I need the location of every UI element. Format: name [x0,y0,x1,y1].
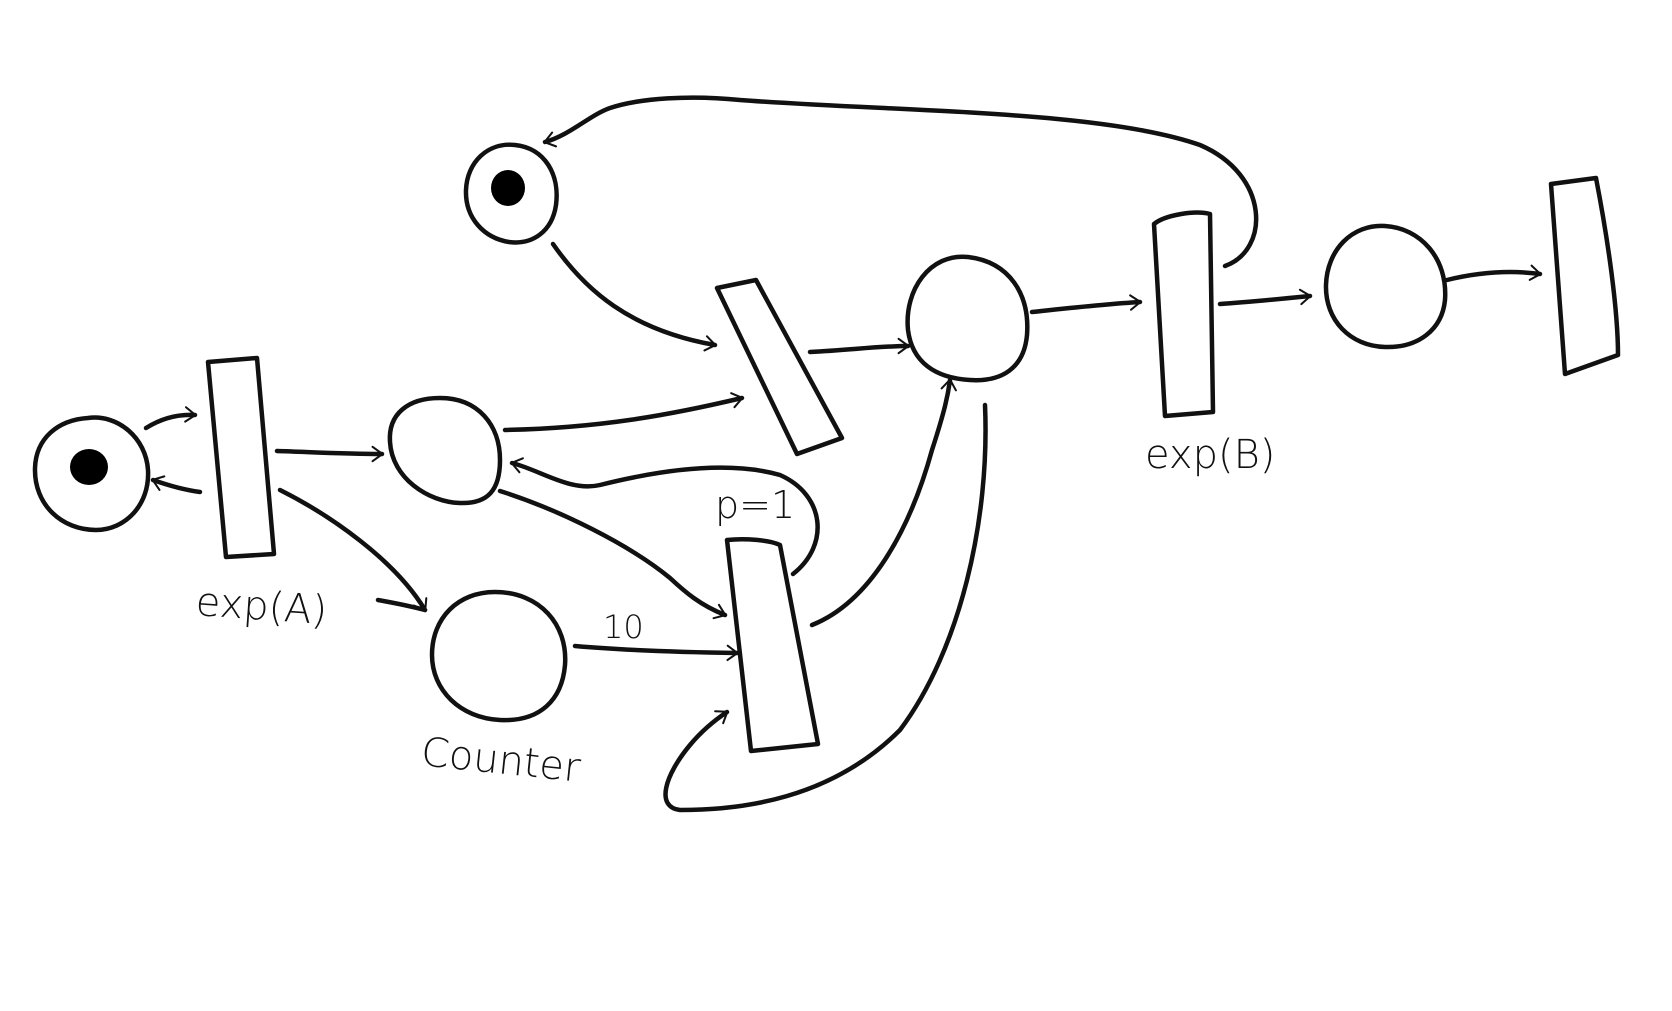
arc-exp-a-to-counter-tail [375,597,428,613]
arc-center-to-p1 [663,402,988,813]
arcs [143,95,1543,813]
label-exp-b: exp(B) [1145,432,1275,478]
arc-right-to-sink [1444,264,1543,283]
arc-start-to-exp-a [143,406,198,431]
transition-exp-a [205,355,277,560]
arc-exp-a-to-counter [277,487,428,613]
place-start [32,415,151,533]
arc-p1-to-center [809,377,957,628]
token [491,170,525,206]
arc-exp-b-to-top [542,95,1259,269]
token [70,449,108,485]
place-mid [387,395,503,506]
transition-sink [1548,175,1621,377]
place-top [463,142,559,245]
arc-center-to-exp-b [1029,294,1143,315]
arc-top-to-tilted [550,241,718,352]
label-exp-a: exp(A) [194,579,328,634]
arc-counter-to-p1 [572,643,740,662]
transition-exp-b [1151,210,1216,419]
arc-tilted-to-center [807,337,911,355]
place-center [905,254,1030,383]
arc-exp-a-to-mid [274,445,385,463]
label-priority: p=1 [715,483,795,527]
transition-p1 [724,536,821,754]
arc-exp-a-to-start [150,475,203,495]
arc-p1-to-mid [509,457,820,577]
arc-exp-b-to-right [1217,288,1313,307]
arc-mid-to-tilted [502,392,745,433]
transition-tilted [714,277,845,457]
label-counter: Counter [419,729,583,792]
place-right [1323,223,1448,350]
label-weight: 10 [603,608,644,646]
arc-mid-to-p1 [497,488,728,620]
place-counter [429,589,568,723]
